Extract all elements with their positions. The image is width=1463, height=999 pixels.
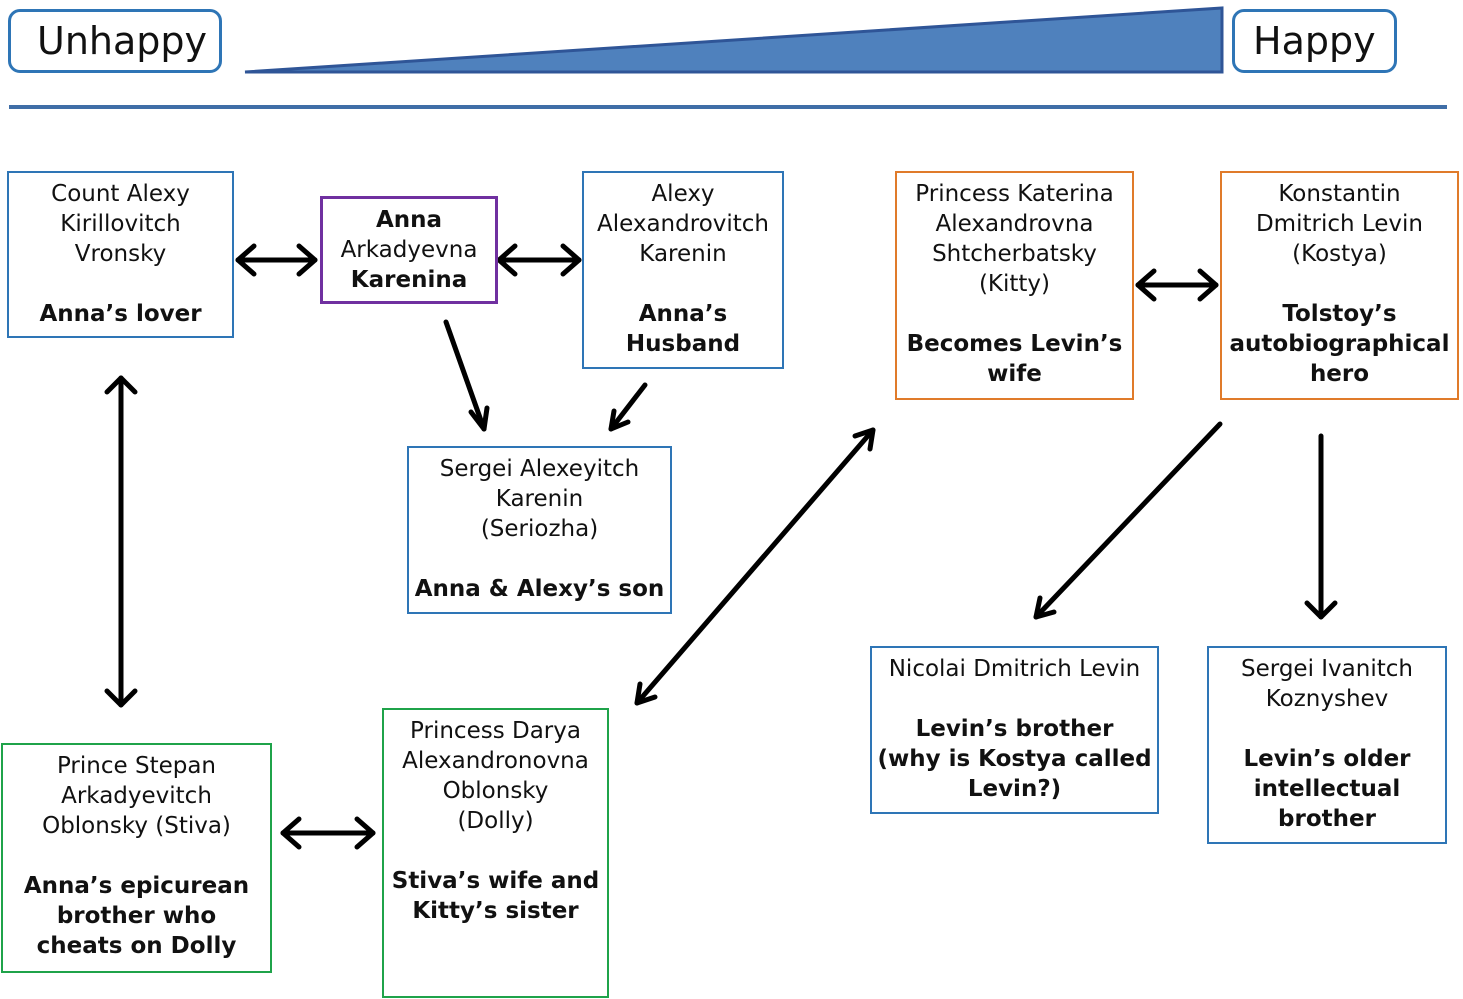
character-role: Levin’s brother (why is Kostya called Le…	[877, 716, 1152, 802]
character-role: Becomes Levin’s wife	[906, 331, 1123, 387]
character-box-karenin: Alexy Alexandrovitch Karenin Anna’s Husb…	[582, 171, 784, 369]
arrow-karenin-seriozha	[608, 382, 648, 432]
character-role: Stiva’s wife and Kitty’s sister	[391, 868, 600, 924]
arrow-stiva-dolly	[280, 816, 376, 850]
character-role: Tolstoy’s autobiographical hero	[1229, 301, 1450, 387]
arrow-levin-koznyshev	[1304, 433, 1338, 620]
character-box-kitty: Princess Katerina Alexandrovna Shtcherba…	[895, 171, 1134, 400]
anna-patronymic: Arkadyevna	[340, 237, 478, 263]
character-box-seriozha: Sergei Alexeyitch Karenin (Seriozha) Ann…	[407, 446, 672, 614]
character-box-stiva: Prince Stepan Arkadyevitch Oblonsky (Sti…	[1, 743, 272, 973]
character-role: Anna & Alexy’s son	[414, 576, 665, 602]
happy-label: Happy	[1253, 19, 1376, 63]
character-box-vronsky: Count Alexy Kirillovitch Vronsky Anna’s …	[7, 171, 234, 338]
arrow-anna-karenin	[496, 243, 582, 277]
character-name: Sergei Alexeyitch Karenin (Seriozha)	[439, 456, 640, 542]
character-name: Konstantin Dmitrich Levin (Kostya)	[1255, 181, 1424, 267]
character-role: Anna’s epicurean brother who cheats on D…	[23, 873, 250, 959]
arrow-anna-seriozha	[443, 319, 490, 432]
arrow-levin-nicolai	[1033, 421, 1223, 620]
character-role: Levin’s older intellectual brother	[1243, 746, 1411, 832]
character-box-dolly: Princess Darya Alexandronovna Oblonsky (…	[382, 708, 609, 998]
unhappy-label: Unhappy	[37, 19, 207, 63]
character-box-anna: Anna Arkadyevna Karenina	[320, 196, 498, 304]
divider-line	[9, 105, 1447, 109]
character-box-levin: Konstantin Dmitrich Levin (Kostya) Tolst…	[1220, 171, 1459, 400]
character-box-nicolai: Nicolai Dmitrich Levin Levin’s brother (…	[870, 646, 1159, 814]
arrow-vronsky-stiva	[104, 375, 138, 708]
character-name: Alexy Alexandrovitch Karenin	[596, 181, 770, 267]
character-box-koznyshev: Sergei Ivanitch Koznyshev Levin’s older …	[1207, 646, 1447, 844]
happy-label-box: Happy	[1232, 9, 1397, 73]
character-role: Anna’s lover	[39, 301, 202, 327]
arrow-vronsky-anna	[235, 243, 318, 277]
arrow-kitty-levin	[1135, 268, 1219, 302]
character-name: Nicolai Dmitrich Levin	[888, 656, 1141, 682]
character-name: Prince Stepan Arkadyevitch Oblonsky (Sti…	[42, 753, 231, 839]
unhappy-label-box: Unhappy	[8, 9, 222, 73]
character-name: Count Alexy Kirillovitch Vronsky	[51, 181, 190, 267]
character-name: Princess Katerina Alexandrovna Shtcherba…	[915, 181, 1114, 297]
anna-first-name: Anna	[375, 207, 443, 233]
character-role: Anna’s Husband	[625, 301, 741, 357]
arrow-dolly-kitty	[634, 427, 876, 706]
anna-surname: Karenina	[350, 267, 468, 293]
character-name: Sergei Ivanitch Koznyshev	[1241, 656, 1413, 712]
happiness-gradient-wedge	[244, 6, 1224, 74]
character-name: Princess Darya Alexandronovna Oblonsky (…	[402, 718, 589, 834]
